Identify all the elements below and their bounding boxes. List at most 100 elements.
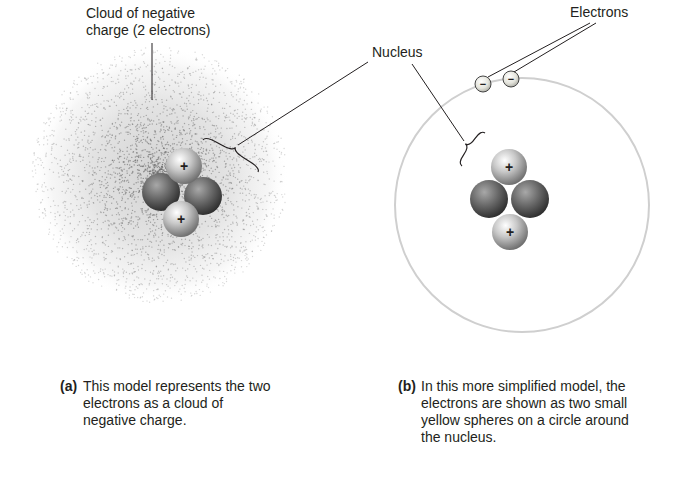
stipple-dot bbox=[140, 173, 141, 174]
stipple-dot bbox=[108, 170, 109, 171]
stipple-dot bbox=[226, 128, 227, 129]
stipple-dot bbox=[182, 285, 183, 286]
stipple-dot bbox=[189, 131, 190, 132]
stipple-dot bbox=[232, 96, 233, 97]
stipple-dot bbox=[246, 215, 247, 216]
stipple-dot bbox=[237, 179, 238, 180]
stipple-dot bbox=[137, 224, 138, 225]
stipple-dot bbox=[72, 189, 73, 190]
stipple-dot bbox=[125, 281, 126, 282]
stipple-dot bbox=[129, 124, 130, 125]
stipple-dot bbox=[224, 229, 225, 230]
stipple-dot bbox=[81, 234, 82, 235]
stipple-dot bbox=[54, 205, 55, 206]
stipple-dot bbox=[147, 168, 148, 169]
stipple-dot bbox=[60, 111, 61, 112]
stipple-dot bbox=[119, 239, 120, 240]
stipple-dot bbox=[169, 85, 170, 86]
stipple-dot bbox=[207, 234, 208, 235]
stipple-dot bbox=[255, 231, 256, 232]
stipple-dot bbox=[181, 253, 182, 254]
stipple-dot bbox=[83, 146, 84, 147]
stipple-dot bbox=[109, 140, 110, 141]
stipple-dot bbox=[163, 121, 164, 122]
stipple-dot bbox=[125, 177, 126, 178]
stipple-dot bbox=[148, 143, 149, 144]
stipple-dot bbox=[148, 254, 149, 255]
stipple-dot bbox=[67, 257, 68, 258]
stipple-dot bbox=[206, 264, 207, 265]
stipple-dot bbox=[113, 191, 114, 192]
stipple-dot bbox=[119, 133, 120, 134]
stipple-dot bbox=[195, 134, 196, 135]
stipple-dot bbox=[160, 113, 161, 114]
stipple-dot bbox=[149, 101, 150, 102]
stipple-dot bbox=[39, 209, 40, 210]
stipple-dot bbox=[253, 125, 254, 126]
stipple-dot bbox=[149, 173, 150, 174]
stipple-dot bbox=[151, 246, 152, 247]
stipple-dot bbox=[97, 73, 98, 74]
stipple-dot bbox=[232, 121, 233, 122]
stipple-dot bbox=[170, 55, 171, 56]
stipple-dot bbox=[109, 220, 110, 221]
stipple-dot bbox=[128, 222, 129, 223]
stipple-dot bbox=[187, 109, 188, 110]
stipple-dot bbox=[261, 148, 262, 149]
stipple-dot bbox=[132, 123, 133, 124]
stipple-dot bbox=[279, 157, 280, 158]
stipple-dot bbox=[240, 243, 241, 244]
stipple-dot bbox=[215, 73, 216, 74]
stipple-dot bbox=[251, 109, 252, 110]
stipple-dot bbox=[133, 268, 134, 269]
stipple-dot bbox=[169, 107, 170, 108]
stipple-dot bbox=[83, 157, 84, 158]
stipple-dot bbox=[169, 127, 170, 128]
stipple-dot bbox=[193, 120, 194, 121]
stipple-dot bbox=[193, 234, 194, 235]
stipple-dot bbox=[199, 79, 200, 80]
stipple-dot bbox=[230, 146, 231, 147]
stipple-dot bbox=[125, 193, 126, 194]
stipple-dot bbox=[243, 246, 244, 247]
stipple-dot bbox=[86, 164, 87, 165]
stipple-dot bbox=[162, 235, 163, 236]
stipple-dot bbox=[135, 77, 136, 78]
stipple-dot bbox=[70, 162, 71, 163]
stipple-dot bbox=[184, 74, 185, 75]
stipple-dot bbox=[241, 180, 242, 181]
stipple-dot bbox=[130, 129, 131, 130]
stipple-dot bbox=[84, 170, 85, 171]
stipple-dot bbox=[192, 72, 193, 73]
stipple-dot bbox=[249, 190, 250, 191]
stipple-dot bbox=[179, 132, 180, 133]
stipple-dot bbox=[202, 255, 203, 256]
stipple-dot bbox=[163, 129, 164, 130]
stipple-dot bbox=[63, 111, 64, 112]
stipple-dot bbox=[128, 208, 129, 209]
stipple-dot bbox=[89, 232, 90, 233]
stipple-dot bbox=[45, 154, 46, 155]
stipple-dot bbox=[77, 238, 78, 239]
stipple-dot bbox=[215, 224, 216, 225]
stipple-dot bbox=[142, 301, 143, 302]
stipple-dot bbox=[270, 202, 271, 203]
stipple-dot bbox=[109, 262, 110, 263]
stipple-dot bbox=[241, 83, 242, 84]
stipple-dot bbox=[124, 164, 125, 165]
stipple-dot bbox=[182, 138, 183, 139]
stipple-dot bbox=[157, 298, 158, 299]
stipple-dot bbox=[172, 147, 173, 148]
stipple-dot bbox=[167, 154, 168, 155]
stipple-dot bbox=[124, 113, 125, 114]
stipple-dot bbox=[151, 162, 152, 163]
stipple-dot bbox=[72, 119, 73, 120]
stipple-dot bbox=[256, 202, 257, 203]
stipple-dot bbox=[32, 162, 33, 163]
stipple-dot bbox=[78, 77, 79, 78]
stipple-dot bbox=[119, 258, 120, 259]
stipple-dot bbox=[125, 78, 126, 79]
stipple-dot bbox=[188, 246, 189, 247]
stipple-dot bbox=[118, 219, 119, 220]
stipple-dot bbox=[53, 234, 54, 235]
